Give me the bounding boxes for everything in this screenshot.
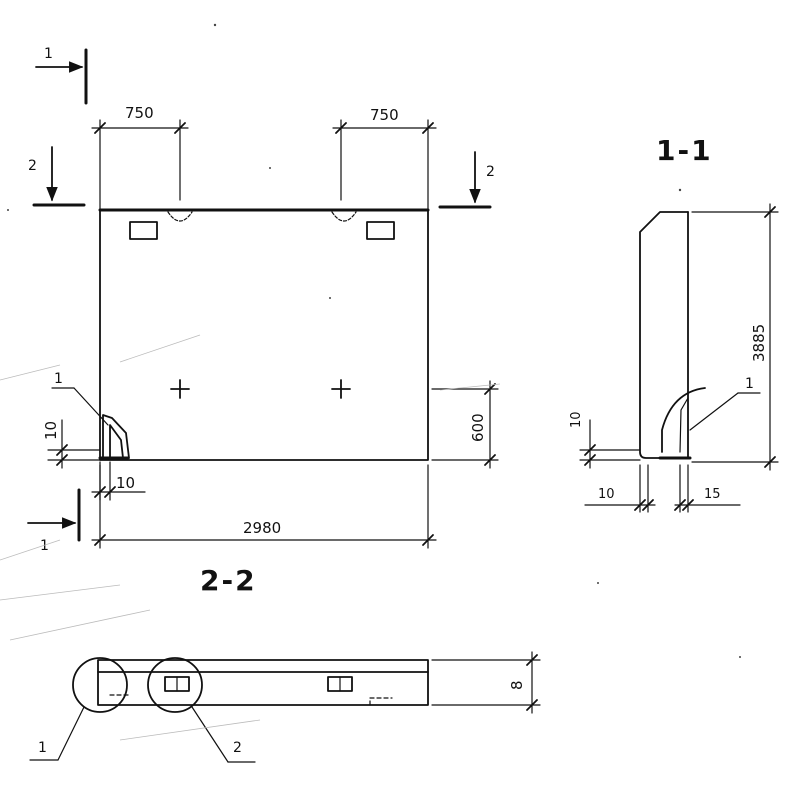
- cut-1-top-text: 1: [44, 46, 53, 62]
- detail-circle-1: [72, 657, 128, 713]
- dim-750-right-text: 750: [370, 106, 399, 124]
- callout-1-plan: 1: [29, 706, 85, 761]
- plan-view: 1 2 8: [29, 651, 541, 763]
- plan-outline: [97, 659, 429, 706]
- cut-marker-1-top: 1: [35, 46, 88, 105]
- dim-600: 600: [431, 380, 499, 469]
- cut-1-bottom-text: 1: [40, 538, 49, 554]
- section-label-2-2: 2-2: [200, 564, 257, 597]
- section-detail-inner: [679, 397, 689, 453]
- dim-750-left: 750: [91, 104, 189, 211]
- dim-10-section-vertical: 10: [569, 411, 641, 469]
- front-view: 750 750 600 2980: [27, 46, 499, 597]
- dim-2980: 2980: [91, 464, 437, 549]
- lifting-loop-left: [167, 211, 193, 222]
- dim-10-section-vertical-text: 10: [569, 411, 584, 428]
- dim-10-section-bottom-text: 10: [598, 487, 615, 502]
- cut-2-left-text: 2: [28, 158, 37, 174]
- dim-2980-text: 2980: [243, 519, 281, 537]
- embedded-detail-1: [98, 414, 130, 460]
- front-panel-outline: [99, 209, 429, 461]
- section-view: 1-1 3885 1 10: [569, 134, 779, 513]
- dim-8: 8: [431, 651, 541, 714]
- dim-600-text: 600: [469, 413, 487, 442]
- callout-1-section-text: 1: [745, 376, 754, 392]
- dim-10-section-bottom: 10: [584, 464, 656, 513]
- callout-1-section: 1: [689, 376, 761, 431]
- dim-10-vertical: 10: [42, 419, 101, 469]
- callout-1-plan-text: 1: [38, 740, 47, 756]
- lifting-loop-right: [331, 211, 357, 222]
- opening-right: [366, 221, 395, 240]
- dim-10-vertical-text: 10: [42, 421, 60, 440]
- dim-750-right: 750: [332, 106, 437, 211]
- dim-15-section-bottom: 15: [674, 464, 741, 513]
- plan-opening-left: [164, 676, 190, 692]
- center-mark-left: [170, 379, 190, 399]
- section-profile: [639, 211, 689, 459]
- section-embedded-detail: [661, 387, 706, 453]
- callout-2-plan-text: 2: [233, 740, 242, 756]
- callout-1-front: 1: [51, 371, 109, 426]
- dim-10-bottom: 10: [91, 461, 146, 501]
- plan-dashed-mark: [369, 697, 393, 706]
- cut-marker-2-right: 2: [438, 151, 495, 209]
- center-mark-right: [331, 379, 351, 399]
- plan-opening-right: [327, 676, 353, 692]
- dim-10-bottom-text: 10: [116, 474, 135, 492]
- callout-2-plan: 2: [191, 706, 256, 763]
- dim-15-section-bottom-text: 15: [704, 487, 721, 502]
- cut-2-right-text: 2: [486, 164, 495, 180]
- dim-3885: 3885: [691, 203, 779, 471]
- dim-8-text: 8: [508, 680, 526, 690]
- dim-3885-text: 3885: [750, 324, 768, 362]
- callout-1-front-text: 1: [54, 371, 63, 387]
- detail-circle-2: [147, 657, 203, 713]
- scan-noise: [0, 23, 741, 741]
- dim-750-left-text: 750: [125, 104, 154, 122]
- opening-left: [129, 221, 158, 240]
- cut-marker-1-bottom: 1: [27, 488, 81, 554]
- section-title-1-1: 1-1: [656, 134, 713, 167]
- cut-marker-2-left: 2: [28, 146, 86, 207]
